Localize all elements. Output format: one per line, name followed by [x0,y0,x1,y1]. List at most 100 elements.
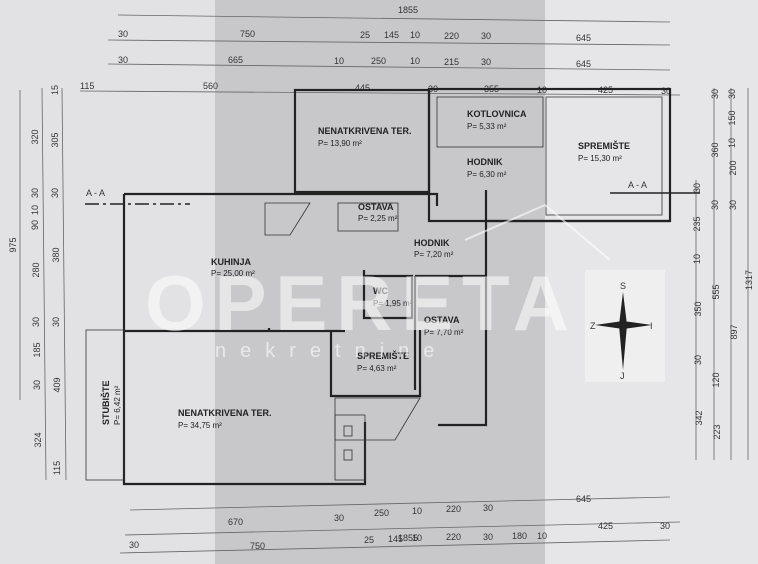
bottom-dimension-label: 30 [334,513,344,523]
watermark-subtitle: nekretnine [215,340,448,362]
left-dimension-label: 320 [30,129,40,144]
left-dimension-label: 10 [30,205,40,215]
room-area: P= 34,75 m² [178,421,222,430]
top-dimension-label: 30 [481,57,491,67]
bottom-dimension-label: 145 [388,534,403,544]
top-dimension-label: 30 [661,86,671,96]
bottom-dimension-label: 750 [250,541,265,551]
room-name: WC [373,286,388,296]
right-dimension-label: 30 [710,89,720,99]
left-dimension-label: 30 [31,317,41,327]
top-dimension-label: 30 [481,31,491,41]
top-dimension-label: 220 [444,31,459,41]
left-dimension-label: 305 [50,132,60,147]
left-dimension-label: 409 [52,377,62,392]
bottom-dimension-label: 30 [483,503,493,513]
right-dimension-label: 10 [692,254,702,264]
right-dimension-label: 555 [711,284,721,299]
top-dimension-label: 560 [203,81,218,91]
bottom-dimension-label: 10 [412,506,422,516]
bottom-dimension-label: 180 [512,531,527,541]
right-dimension-label: 150 [727,110,737,125]
left-dimension-label: 30 [50,188,60,198]
watermark-brand: OPERETA [145,259,575,347]
room-area: P= 6,42 m² [113,385,122,425]
left-dimension-label: 975 [8,237,18,252]
section-label-right: A - A [628,180,647,190]
left-dimension-label: 324 [33,432,43,447]
left-dimension-label: 15 [50,85,60,95]
room-name: KUHINJA [211,257,252,267]
room-labels: NENATKRIVENA TER. P= 13,90 m² KOTLOVNICA… [100,109,630,430]
right-dimension-label: 120 [711,372,721,387]
right-dimension-label: 342 [694,410,704,425]
bottom-dimension-label: 10 [412,533,422,543]
room-area: P= 7,20 m² [414,250,454,259]
right-dimension-label: 30 [728,200,738,210]
left-dimension-label: 30 [30,188,40,198]
left-dimension-label: 380 [51,247,61,262]
top-dimension-label: 645 [576,59,591,69]
bottom-dimension-label: 30 [660,521,670,531]
top-dimension-label: 445 [355,83,370,93]
top-dimension-label: 25 [360,30,370,40]
room-area: P= 1,95 m² [373,299,413,308]
watermark: OPERETA nekretnine [145,203,611,362]
right-dimension-label: 10 [727,138,737,148]
bottom-dimension-label: 10 [537,531,547,541]
room-name: NENATKRIVENA TER. [178,408,272,418]
right-dimension-label: 235 [692,216,702,231]
room-area: P= 15,30 m² [578,154,622,163]
room-area: P= 4,63 m² [357,364,397,373]
bottom-dimension-label: 220 [446,532,461,542]
room-name: HODNIK [414,238,450,248]
bottom-dimension-label: 670 [228,517,243,527]
room-area: P= 5,33 m² [467,122,507,131]
compass-north: S [620,281,626,291]
dimension-lines [19,14,749,554]
left-dimension-label: 30 [51,317,61,327]
room-name: SPREMIŠTE [578,140,630,151]
top-dimension-label: 645 [576,33,591,43]
compass-west: Z [590,321,596,331]
top-dimension-label: 665 [228,55,243,65]
bottom-dimension-label: 645 [576,494,591,504]
left-dimension-label: 280 [31,262,41,277]
bottom-dimension-label: 1855 [398,533,418,543]
section-label-left: A - A [86,188,105,198]
right-dimension-label: 897 [729,324,739,339]
top-dimension-label: 30 [118,55,128,65]
right-dimension-label: 30 [692,183,702,193]
compass-south: J [620,371,625,381]
top-dimension-label: 10 [410,30,420,40]
right-dimension-label: 30 [693,355,703,365]
section-marker-right: A - A [610,180,700,194]
room-area: P= 7,70 m² [424,328,464,337]
room-name: KOTLOVNICA [467,109,527,119]
bottom-dimension-label: 220 [446,504,461,514]
left-dimension-label: 185 [32,342,42,357]
bottom-dimension-label: 25 [364,535,374,545]
bottom-dimension-label: 425 [598,521,613,531]
top-dimension-label: 115 [80,81,94,91]
top-dimension-label: 215 [444,57,459,67]
left-dimension-label: 30 [32,380,42,390]
room-name: STUBIŠTE [100,380,111,425]
room-name: OSTAVA [424,315,460,325]
right-dimension-label: 350 [693,301,703,316]
top-dimension-label: 145 [384,30,399,40]
right-dimension-label: 200 [728,160,738,175]
room-name: OSTAVA [358,202,394,212]
compass-east: I [650,321,653,331]
compass-rose: S J Z I [585,270,665,382]
room-name: HODNIK [467,157,503,167]
left-dimension-label: 115 [52,461,62,475]
top-dimension-label: 750 [240,29,255,39]
section-marker-left: A - A [85,188,190,205]
right-dimension-label: 360 [710,142,720,157]
top-dimension-label: 10 [410,56,420,66]
bottom-dimension-label: 30 [129,540,139,550]
top-dimension-label: 250 [371,56,386,66]
right-dimension-label: 223 [712,424,722,439]
room-area: P= 6,30 m² [467,170,507,179]
